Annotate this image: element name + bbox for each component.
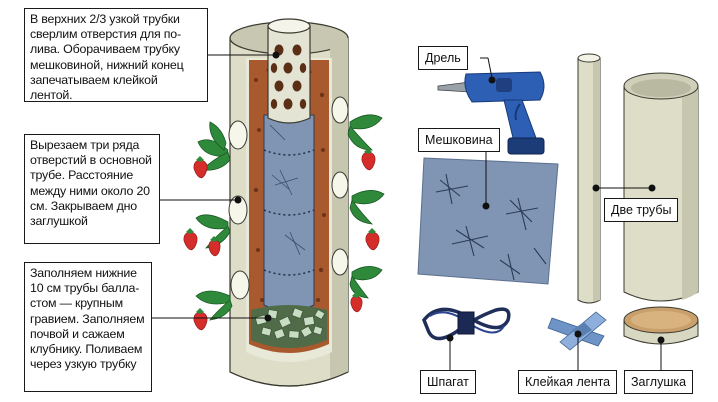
two-pipes-leader <box>592 184 656 192</box>
plug-label-text: Заглушка <box>631 375 687 389</box>
plug-label: Заглушка <box>624 370 694 394</box>
twine-leader <box>446 334 454 370</box>
step-3-box: Заполняем нижние 10 см трубы балла- стом… <box>24 262 152 392</box>
step-2-text: Вырезаем три ряда отверстий в основной т… <box>30 138 152 229</box>
narrow-pipe-illustration <box>577 53 601 304</box>
drill-label-text: Дрель <box>425 51 461 65</box>
twine-label: Шпагат <box>420 370 476 394</box>
step-2-box: Вырезаем три ряда отверстий в основной т… <box>24 134 160 244</box>
plug-leader <box>657 336 665 370</box>
two-pipes-label-text: Две трубы <box>611 203 672 217</box>
tape-label-text: Клейкая лента <box>525 375 611 389</box>
burlap-label-text: Мешковина <box>425 133 493 147</box>
step-1-text: В верхних 2/3 узкой трубки сверлим отвер… <box>30 12 184 103</box>
wide-pipe-illustration <box>623 72 699 302</box>
tape-label: Клейкая лента <box>518 370 618 394</box>
drill-leader <box>480 57 496 84</box>
step-1-box: В верхних 2/3 узкой трубки сверлим отвер… <box>24 8 208 102</box>
burlap-label: Мешковина <box>418 128 500 152</box>
burlap-illustration <box>417 157 559 285</box>
step-3-text: Заполняем нижние 10 см трубы балла- стом… <box>30 266 145 372</box>
twine-label-text: Шпагат <box>427 375 469 389</box>
twine-illustration <box>421 307 511 341</box>
drill-illustration <box>437 71 545 155</box>
main-pipe-cutaway <box>228 18 349 387</box>
drill-label: Дрель <box>418 46 468 70</box>
step-leader-lines <box>152 51 280 322</box>
tape-leader <box>574 330 582 370</box>
plug-illustration <box>623 306 699 345</box>
strawberry-plants <box>183 114 385 331</box>
two-pipes-label: Две трубы <box>604 198 679 222</box>
